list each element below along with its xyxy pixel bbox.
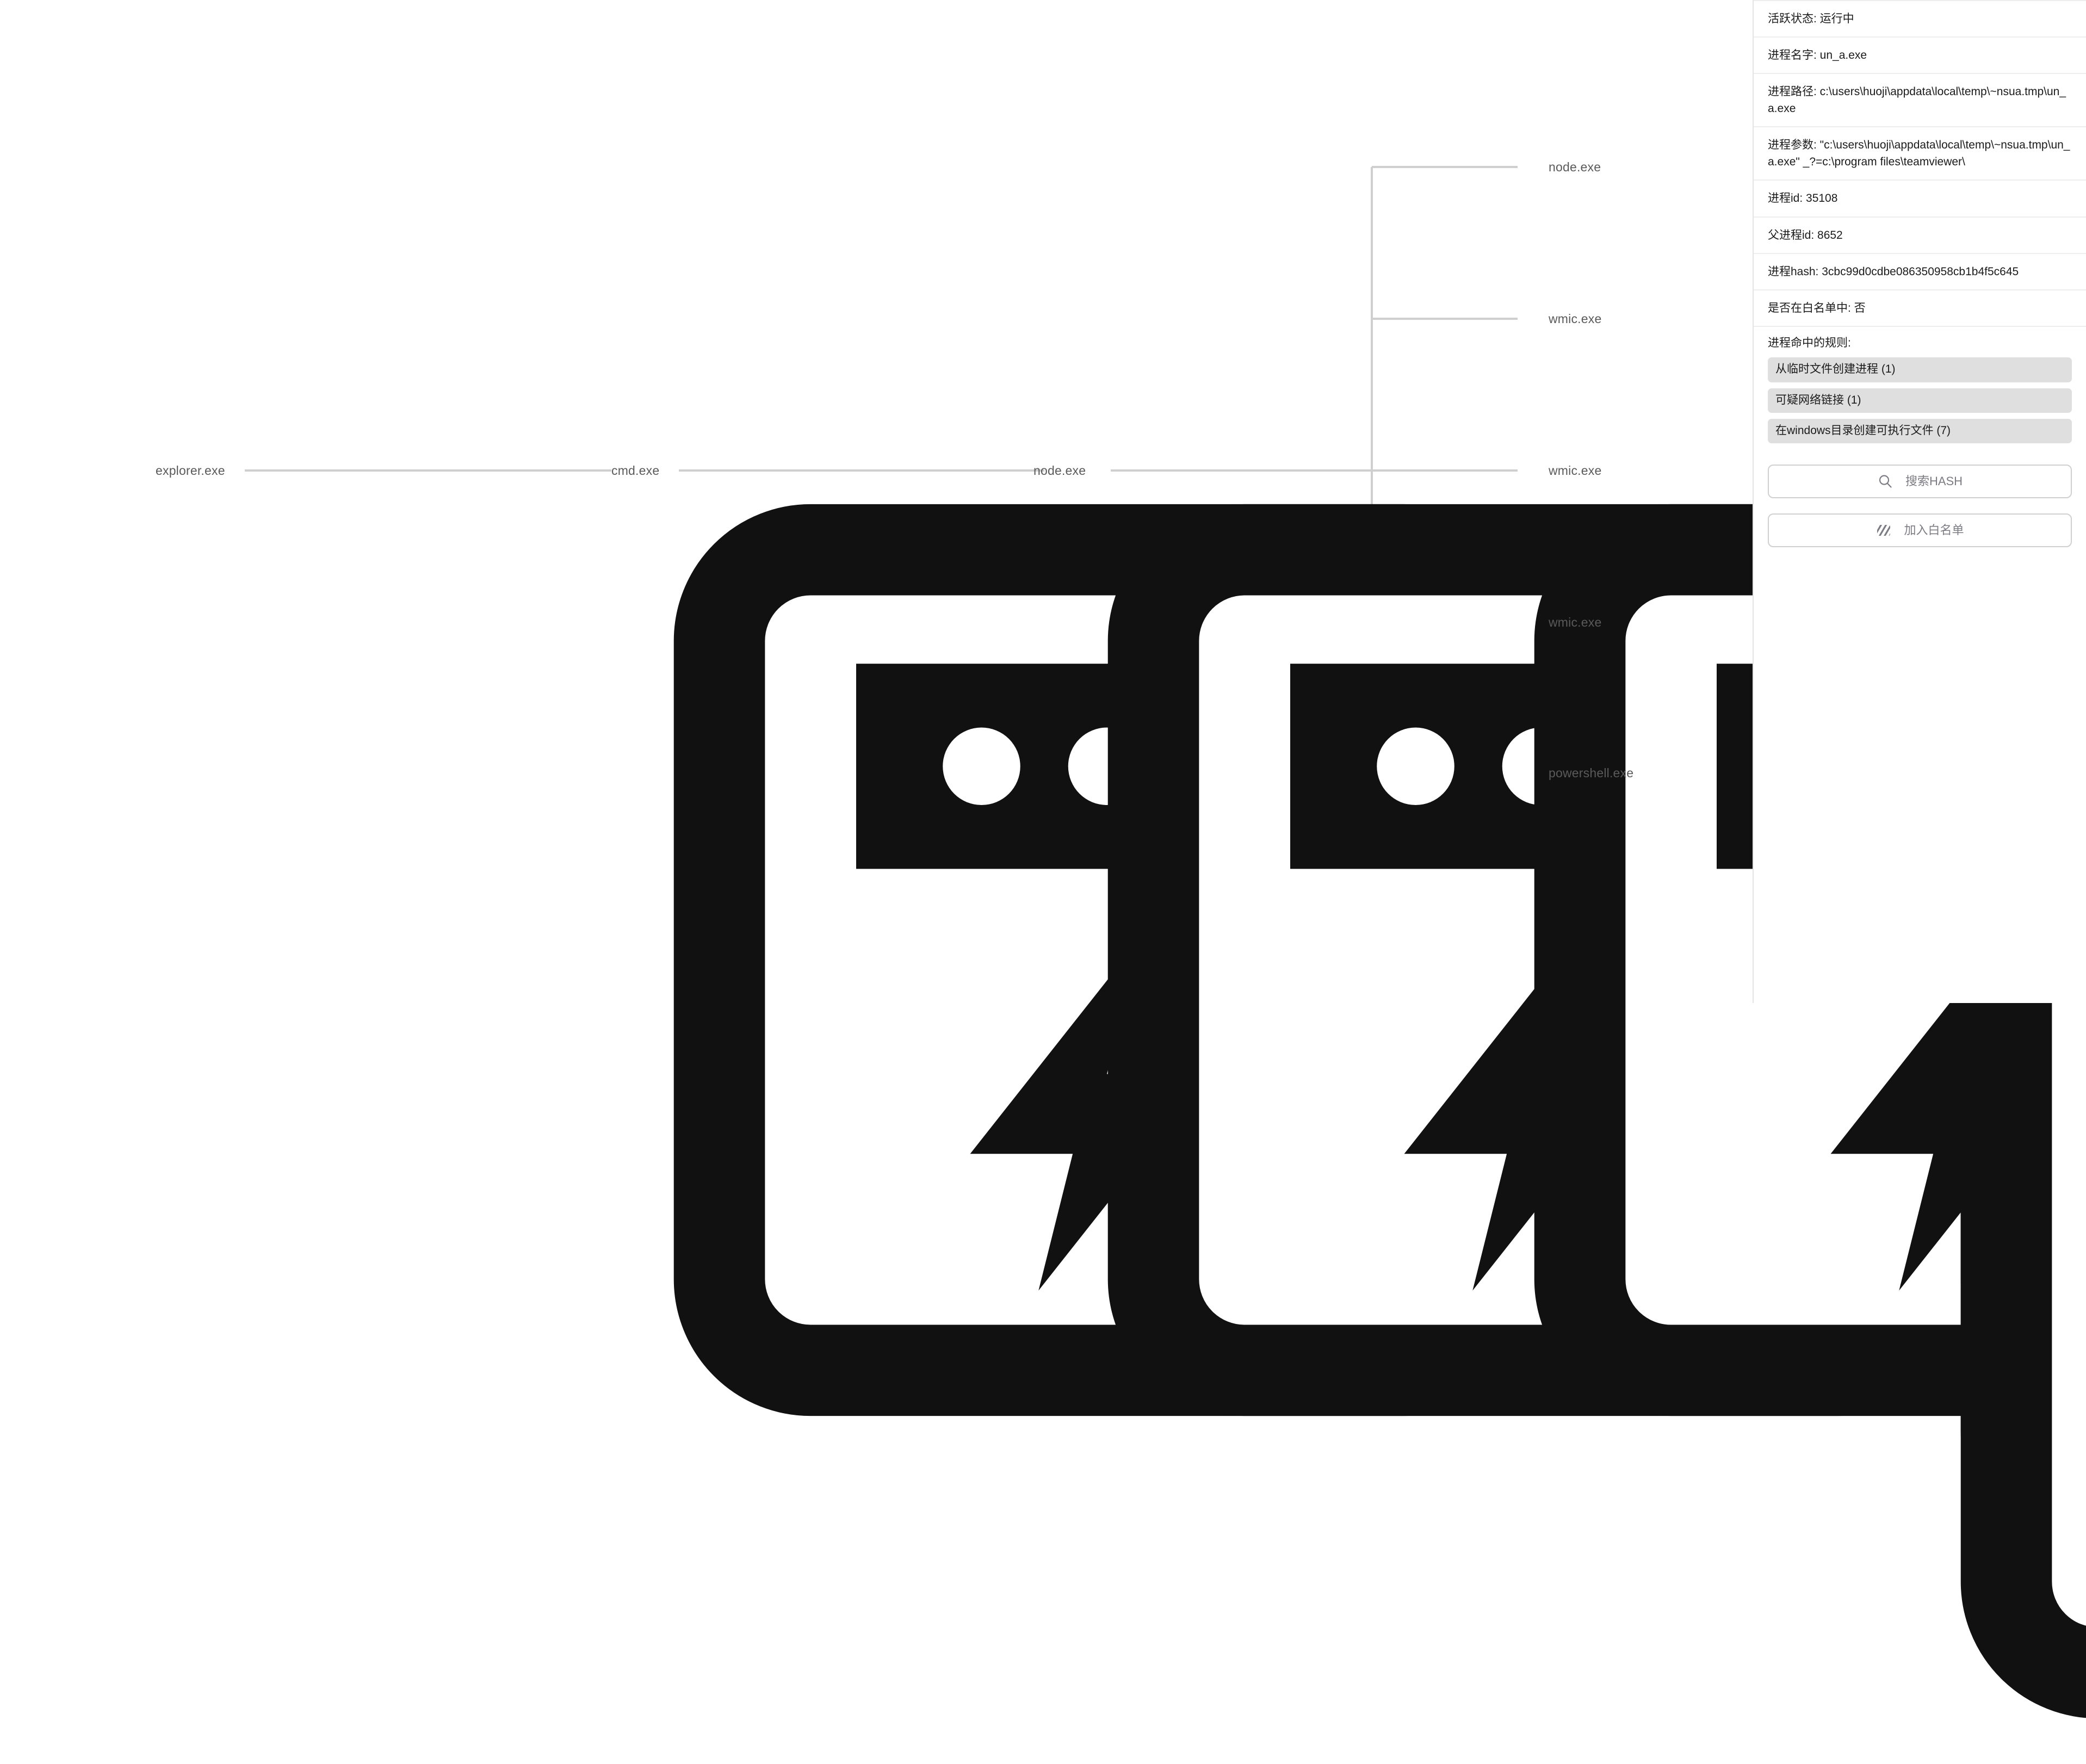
search-hash-button[interactable]: 搜索HASH [1768,465,2072,499]
add-whitelist-label: 加入白名单 [1904,523,1964,537]
diagonal-stripes-icon [1875,522,1892,539]
console-window-lightning-icon [665,459,1974,1416]
detail-row-matched-rules: 进程命中的规则: 从临时文件创建进程 (1) 可疑网络链接 (1) 在windo… [1754,327,2086,454]
process-node-wmic-2[interactable]: wmic.exe [1518,456,2086,1416]
process-detail-panel: 活跃状态: 运行中 进程名字: un_a.exe 进程路径: c:\users\… [1753,0,2086,1003]
process-tree-canvas[interactable]: explorer.exe cmd.exe [0,0,2086,1718]
rule-tag[interactable]: 可疑网络链接 (1) [1768,388,2072,413]
process-node-label: node.exe [1549,159,1601,174]
process-node-wmic-3[interactable]: wmic.exe [1518,608,2086,1568]
process-node-powershell[interactable]: powershell.exe [1518,759,2086,1718]
process-node-label: explorer.exe [156,463,225,478]
console-window-lightning-icon [1518,761,2086,1718]
console-window-lightning-icon [1518,155,2086,1112]
process-node-node-mid[interactable]: node.exe [1033,456,2086,1416]
process-node-cmd[interactable]: cmd.exe [611,456,1974,1416]
process-node-label: powershell.exe [1549,765,1634,780]
process-node-label: wmic.exe [1549,615,1602,629]
detail-row-active-status: 活跃状态: 运行中 [1754,0,2086,38]
search-icon [1877,473,1893,490]
process-node-explorer[interactable]: explorer.exe [156,456,1540,1416]
panel-actions: 搜索HASH 加入白名单 [1754,454,2086,548]
add-whitelist-button[interactable]: 加入白名单 [1768,513,2072,548]
process-node-label: wmic.exe [1549,311,1602,326]
search-hash-label: 搜索HASH [1905,474,1963,488]
process-node-label: cmd.exe [611,463,660,478]
console-window-lightning-icon [1518,610,2086,1568]
detail-row-in-whitelist: 是否在白名单中: 否 [1754,290,2086,327]
console-window-lightning-icon [1518,307,2086,1264]
console-window-lightning-icon [231,459,1540,1416]
process-node-node-leaf[interactable]: node.exe [1518,153,2086,1112]
detail-row-process-args: 进程参数: "c:\users\huoji\appdata\local\temp… [1754,127,2086,181]
matched-rules-title: 进程命中的规则: [1768,336,1851,349]
detail-row-process-path: 进程路径: c:\users\huoji\appdata\local\temp\… [1754,74,2086,128]
rule-tag[interactable]: 从临时文件创建进程 (1) [1768,357,2072,382]
console-window-lightning-icon [1091,459,2086,1416]
console-window-lightning-icon [1518,459,2086,1416]
detail-row-process-name: 进程名字: un_a.exe [1754,38,2086,75]
process-node-label: node.exe [1033,463,1086,478]
process-node-label: wmic.exe [1549,463,1602,478]
detail-row-process-hash: 进程hash: 3cbc99d0cdbe086350958cb1b4f5c645 [1754,254,2086,290]
rule-tag[interactable]: 在windows目录创建可执行文件 (7) [1768,418,2072,444]
detail-row-parent-process-id: 父进程id: 8652 [1754,218,2086,254]
detail-row-process-id: 进程id: 35108 [1754,181,2086,218]
process-node-wmic-1[interactable]: wmic.exe [1518,305,2086,1264]
